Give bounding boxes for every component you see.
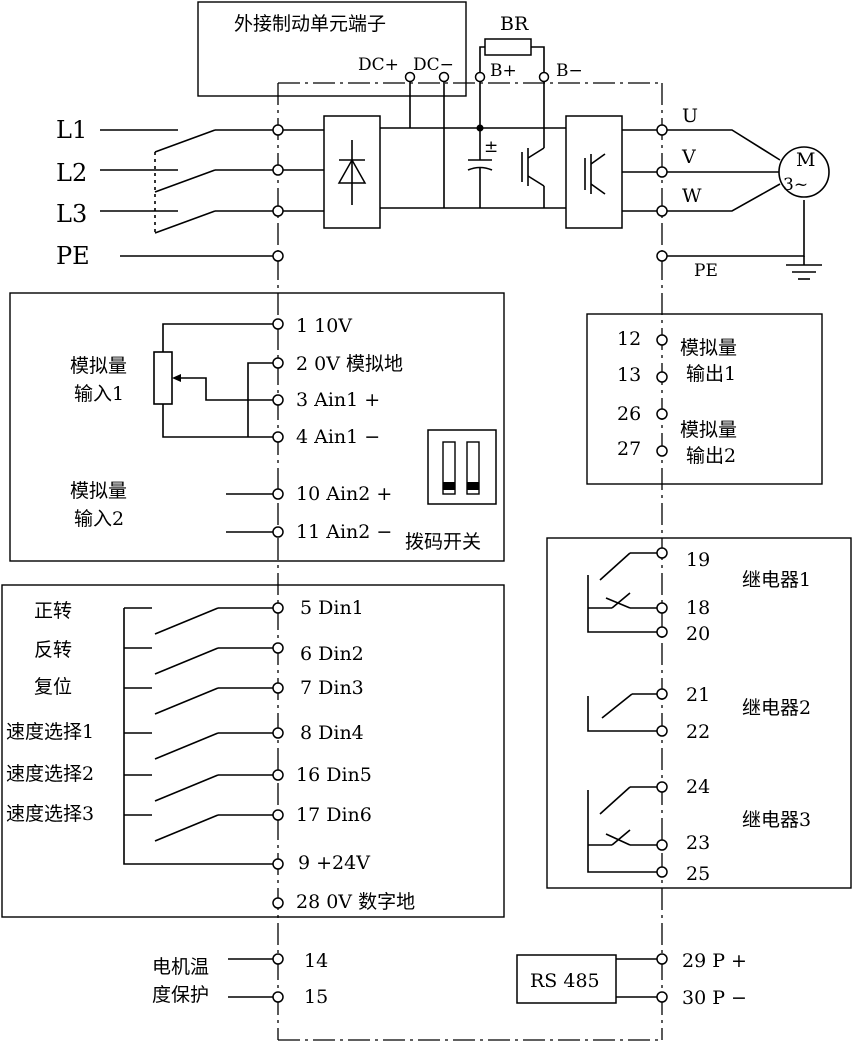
pe-label: PE <box>56 242 90 270</box>
power-input: L1 L2 L3 PE <box>56 116 284 270</box>
br-label: BR <box>500 13 529 35</box>
svg-text:模拟量: 模拟量 <box>680 419 737 441</box>
brake-chopper-igbt <box>521 128 545 208</box>
l2-label: L2 <box>56 159 87 187</box>
terminal-2-label: 2 0V 模拟地 <box>296 353 403 375</box>
rs485-section: RS 485 29 P + 30 P − <box>516 950 747 1009</box>
svg-text:±: ± <box>484 137 498 157</box>
svg-text:14: 14 <box>304 950 328 972</box>
svg-text:模拟量: 模拟量 <box>70 355 127 377</box>
relay-3-contact <box>587 786 657 873</box>
svg-text:30 P −: 30 P − <box>682 987 747 1009</box>
terminal-11-label: 11 Ain2 − <box>296 521 392 543</box>
svg-text:正转: 正转 <box>34 600 72 622</box>
relay-2-contact <box>587 693 657 732</box>
svg-text:24: 24 <box>686 776 710 798</box>
terminal-3-label: 3 Ain1 + <box>296 389 380 411</box>
inverter-block <box>565 115 623 229</box>
svg-text:输出1: 输出1 <box>686 363 736 385</box>
svg-text:29 P +: 29 P + <box>682 950 747 972</box>
svg-text:26: 26 <box>617 403 641 425</box>
svg-text:复位: 复位 <box>34 676 72 698</box>
svg-text:速度选择1: 速度选择1 <box>6 721 94 743</box>
analog-input-section: 模拟量 输入1 模拟量 输入2 1 10V 2 0V 模拟地 3 Ain1 + … <box>9 292 505 562</box>
u-label: U <box>682 105 698 127</box>
svg-text:输出2: 输出2 <box>686 445 736 467</box>
svg-text:27: 27 <box>617 438 641 460</box>
svg-text:9 +24V: 9 +24V <box>298 852 370 874</box>
l3-label: L3 <box>56 200 87 228</box>
svg-text:输入1: 输入1 <box>74 383 124 405</box>
relay-1-contact <box>587 552 657 633</box>
svg-text:22: 22 <box>686 721 710 743</box>
digital-input-section: 正转 反转 复位 速度选择1 速度选择2 速度选择3 5 Din1 6 Din2… <box>1 584 505 918</box>
motor-output: U V W PE M 3~ <box>656 105 830 281</box>
dc-minus-label: DC− <box>413 55 454 75</box>
svg-text:17 Din6: 17 Din6 <box>296 804 372 826</box>
svg-text:模拟量: 模拟量 <box>70 480 127 502</box>
svg-text:18: 18 <box>686 597 710 619</box>
dip-switch-icon <box>427 429 497 505</box>
ext-brake-unit-label: 外接制动单元端子 <box>234 13 386 35</box>
svg-text:13: 13 <box>617 364 641 386</box>
terminal-4-label: 4 Ain1 − <box>296 426 380 448</box>
svg-text:21: 21 <box>686 684 710 706</box>
svg-text:继电器1: 继电器1 <box>742 569 811 591</box>
analog-output-section: 12 13 26 27 模拟量 输出1 模拟量 输出2 <box>586 313 823 485</box>
v-label: V <box>681 146 696 168</box>
motor-temp-section: 电机温 度保护 14 15 <box>152 950 328 1008</box>
inverter-outline <box>277 82 663 1041</box>
dip-switch-label: 拨码开关 <box>405 531 481 553</box>
pe-out-label: PE <box>694 261 718 281</box>
w-label: W <box>682 185 702 207</box>
dc-plus-label: DC+ <box>358 55 399 75</box>
rectifier-block <box>323 115 381 229</box>
brake-resistor <box>479 38 545 128</box>
motor-phase-label: 3~ <box>783 175 808 195</box>
svg-text:20: 20 <box>686 623 710 645</box>
svg-text:6 Din2: 6 Din2 <box>300 643 364 665</box>
external-brake-unit: 外接制动单元端子 <box>197 1 467 97</box>
rs485-label: RS 485 <box>530 970 600 992</box>
ground-icon <box>786 256 822 280</box>
svg-text:电机温: 电机温 <box>152 956 209 978</box>
svg-text:继电器3: 继电器3 <box>742 809 811 831</box>
b-plus-label: B+ <box>490 61 517 81</box>
l1-label: L1 <box>56 116 87 144</box>
svg-text:8 Din4: 8 Din4 <box>300 722 364 744</box>
svg-text:15: 15 <box>304 986 328 1008</box>
svg-text:继电器2: 继电器2 <box>742 697 811 719</box>
svg-text:28 0V 数字地: 28 0V 数字地 <box>296 891 415 913</box>
terminal-1-label: 1 10V <box>296 315 352 337</box>
svg-text:25: 25 <box>686 863 710 885</box>
svg-text:度保护: 度保护 <box>152 984 209 1006</box>
svg-text:模拟量: 模拟量 <box>680 337 737 359</box>
potentiometer <box>153 323 273 438</box>
svg-text:速度选择2: 速度选择2 <box>6 763 94 785</box>
svg-text:19: 19 <box>686 549 710 571</box>
svg-text:23: 23 <box>686 832 710 854</box>
svg-text:5 Din1: 5 Din1 <box>300 597 364 619</box>
motor-m-label: M <box>796 149 815 171</box>
svg-text:速度选择3: 速度选择3 <box>6 803 94 825</box>
terminal-10-label: 10 Ain2 + <box>296 483 392 505</box>
svg-text:输入2: 输入2 <box>74 508 124 530</box>
svg-text:16 Din5: 16 Din5 <box>296 764 372 786</box>
dc-bus-capacitor: ± <box>467 128 498 208</box>
motor-symbol <box>778 146 830 198</box>
svg-text:7 Din3: 7 Din3 <box>300 677 364 699</box>
svg-text:12: 12 <box>617 328 641 350</box>
svg-text:反转: 反转 <box>34 639 72 661</box>
b-minus-label: B− <box>556 61 583 81</box>
relay-section: 19 18 20 21 22 24 23 25 继电器1 继电器2 继电器3 <box>546 537 852 889</box>
